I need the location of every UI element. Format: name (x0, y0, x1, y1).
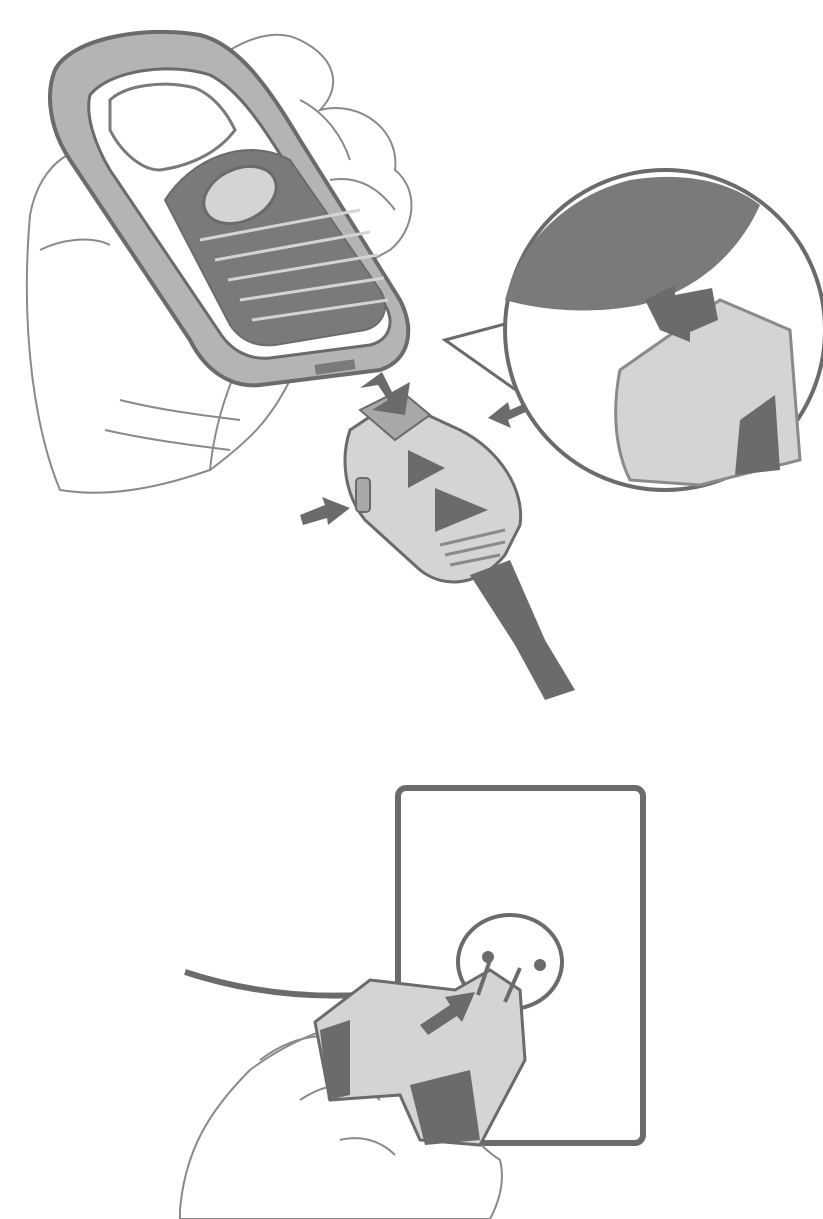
adapter-cable (185, 972, 360, 996)
phone-charging-svg (0, 0, 823, 720)
phone-charging-illustration (0, 0, 823, 720)
charger-cable (470, 560, 575, 700)
wall-outlet-svg (0, 740, 823, 1219)
connector-side-button (356, 478, 370, 512)
wall-outlet-illustration (0, 740, 823, 1219)
socket-hole (534, 959, 546, 971)
charger-connector (345, 390, 575, 700)
magnifier-callout (445, 170, 823, 490)
arrow-icon (300, 497, 350, 525)
